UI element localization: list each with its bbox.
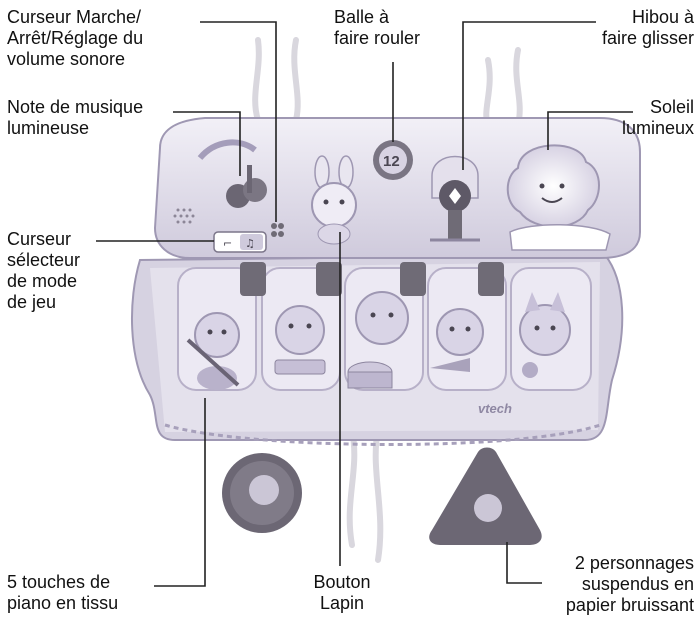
label-line: Lapin [319,593,365,613]
label-line: suspendus en [581,574,694,594]
label-line: lumineux [621,118,694,138]
label-line: de mode [7,271,78,291]
bunny-button[interactable] [311,155,357,245]
music-note-light[interactable] [197,139,267,208]
label-line: Balle à [334,7,390,27]
leader-curseur-marche [200,21,277,222]
label-line: de jeu [7,292,57,312]
leader-lines [96,21,633,587]
animal-frog-xylophone [274,305,326,375]
label-line: faire rouler [334,28,421,48]
power-volume-slider[interactable] [271,223,284,237]
rolling-ball[interactable]: 12 [373,140,413,180]
label-line: piano en tissu [7,593,119,613]
hanging-character-triangle[interactable] [429,447,542,546]
brand-logo: vtech [478,401,512,416]
label-line: 5 touches de [7,572,111,592]
label-personnages: 2 personnages suspendus en papier bruiss… [566,553,694,616]
leader-personnages [506,542,542,584]
label-line: Soleil [649,97,694,117]
label-curseur-marche: Curseur Marche/ Arrêt/Réglage du volume … [7,7,143,70]
hanging-strings [252,37,523,563]
label-line: Curseur [7,229,72,249]
label-bouton: Bouton Lapin [302,572,382,614]
leader-note [173,111,241,176]
svg-text:♫: ♫ [245,237,255,250]
label-hibou: Hibou à faire glisser [602,7,694,49]
black-key-4 [478,262,504,296]
leader-touches [154,398,206,587]
owl-slider[interactable] [430,155,480,242]
control-panel: ⌐ ♫ 12 [153,117,641,259]
label-line: Arrêt/Réglage du [7,28,144,48]
hanging-character-round[interactable] [222,453,302,533]
label-line: Curseur Marche/ [7,7,142,27]
black-key-1 [240,262,266,296]
label-line: Bouton [313,572,371,592]
svg-text:⌐: ⌐ [223,237,232,250]
animal-squirrel-trumpet [430,308,484,372]
animal-giraffe-guitar [186,312,240,390]
sun-light[interactable] [506,144,611,251]
label-curseur-selecteur: Curseur sélecteur de mode de jeu [7,229,80,313]
label-line: papier bruissant [565,595,694,615]
label-line: 2 personnages [574,553,694,573]
leader-hibou [462,21,596,170]
label-note: Note de musique lumineuse [7,97,143,139]
animal-dog-drum [347,291,409,389]
black-key-2 [316,262,342,296]
label-touches: 5 touches de piano en tissu [7,572,118,614]
label-line: lumineuse [7,118,90,138]
animal-fox-maracas [519,292,571,378]
label-line: volume sonore [7,49,126,69]
label-soleil: Soleil lumineux [622,97,694,139]
fabric-mat: vtech [130,253,624,446]
mode-selector-slider[interactable]: ⌐ ♫ [213,231,267,253]
label-balle: Balle à faire rouler [334,7,420,49]
label-line: sélecteur [7,250,81,270]
label-line: faire glisser [601,28,694,48]
black-key-3 [400,262,426,296]
label-line: Note de musique [7,97,144,117]
label-line: Hibou à [631,7,694,27]
speaker-grille [173,208,195,224]
leader-soleil [547,111,633,150]
svg-text:12: 12 [383,153,400,170]
